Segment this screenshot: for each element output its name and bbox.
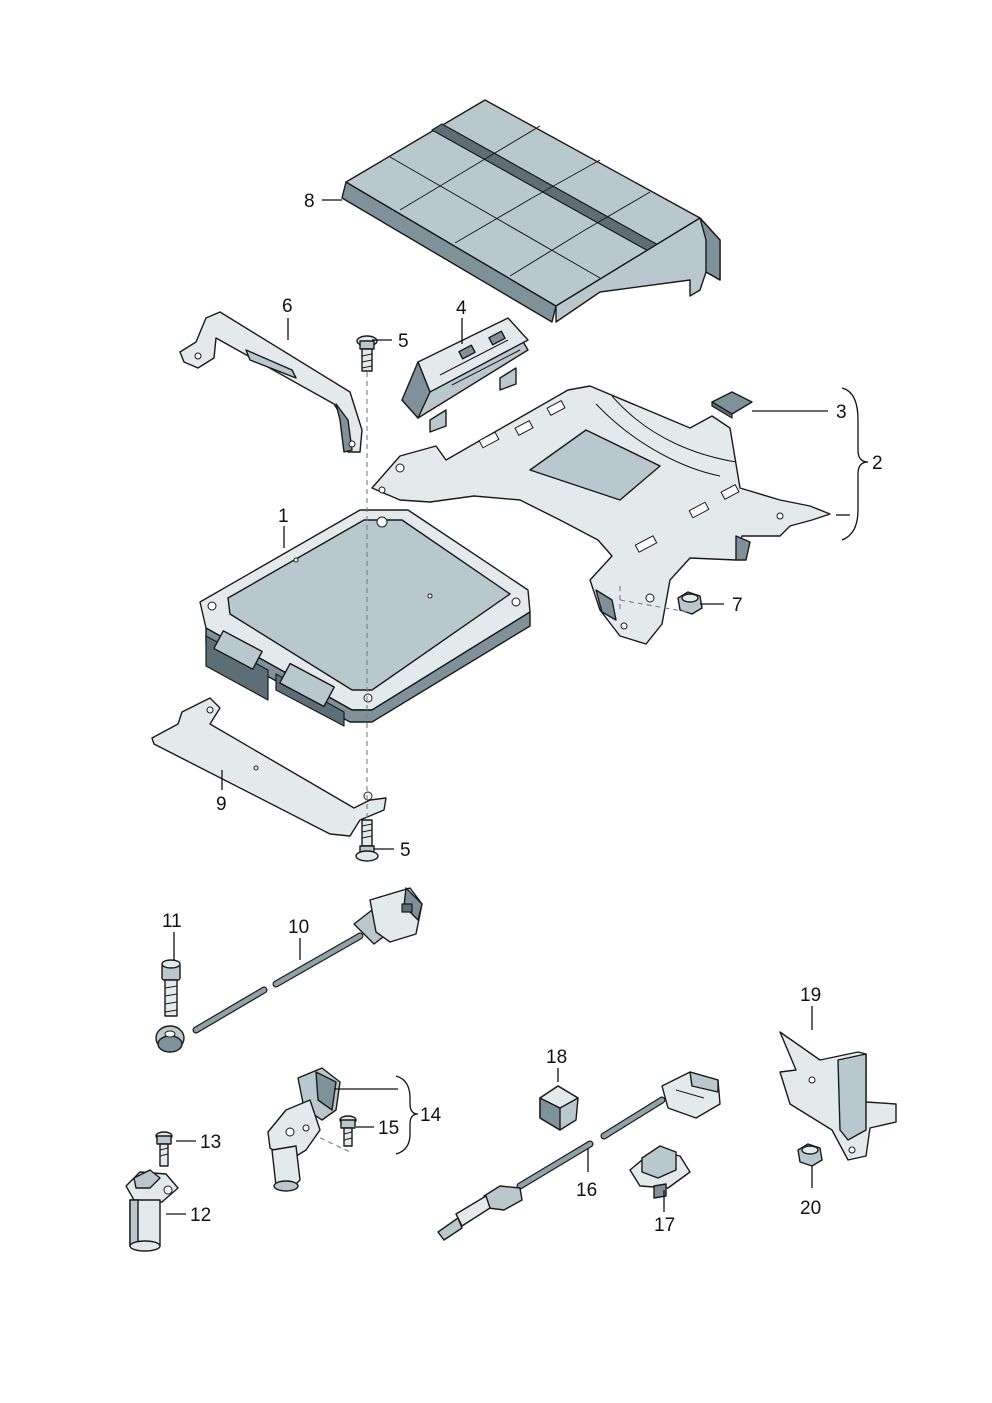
part-5-bolt-top bbox=[356, 335, 378, 372]
part-13-bolt bbox=[155, 1131, 173, 1167]
callout-14: 14 bbox=[420, 1105, 442, 1126]
callout-20: 20 bbox=[800, 1198, 821, 1219]
part-8-cover bbox=[341, 99, 721, 323]
part-16-lambda-probe bbox=[437, 1071, 721, 1241]
callout-9: 9 bbox=[216, 794, 227, 815]
part-3-pad bbox=[711, 391, 753, 419]
part-12-speed-sensor bbox=[125, 1169, 179, 1252]
callout-19: 19 bbox=[800, 985, 821, 1006]
callout-13: 13 bbox=[200, 1132, 221, 1153]
callout-17: 17 bbox=[654, 1215, 675, 1236]
callout-8: 8 bbox=[304, 191, 315, 212]
part-6-bracket bbox=[179, 311, 363, 453]
part-19-bracket bbox=[779, 1031, 897, 1161]
part-2-mounting-plate bbox=[371, 385, 831, 645]
callout-3: 3 bbox=[836, 402, 847, 423]
callout-5-top: 5 bbox=[398, 331, 409, 352]
callout-4: 4 bbox=[456, 298, 467, 319]
callout-5-bottom: 5 bbox=[400, 840, 411, 861]
callout-2: 2 bbox=[872, 453, 883, 474]
part-20-nut bbox=[797, 1143, 823, 1167]
part-9-lower-bracket bbox=[151, 697, 387, 837]
part-1-control-unit bbox=[199, 509, 531, 727]
part-5-bolt-bottom bbox=[355, 819, 379, 862]
part-11-bolt bbox=[161, 959, 181, 1017]
part-7-nut bbox=[677, 591, 703, 615]
callout-7: 7 bbox=[732, 595, 743, 616]
part-17-holder bbox=[629, 1145, 691, 1199]
part-18-clip bbox=[539, 1085, 579, 1131]
part-14-camshaft-sensor bbox=[267, 1067, 341, 1192]
callout-labels: 8 6 4 5 3 2 1 7 9 5 11 10 19 18 14 15 13… bbox=[162, 191, 883, 1236]
callout-16: 16 bbox=[576, 1180, 597, 1201]
callout-6: 6 bbox=[282, 296, 293, 317]
alignment-lines bbox=[311, 372, 689, 1153]
callout-18: 18 bbox=[546, 1047, 567, 1068]
callout-11: 11 bbox=[162, 911, 182, 932]
part-4-connector-block bbox=[401, 317, 529, 433]
callout-10: 10 bbox=[288, 917, 309, 938]
leader-lines bbox=[166, 199, 869, 1215]
callout-12: 12 bbox=[190, 1205, 211, 1226]
part-15-bolt bbox=[339, 1115, 357, 1147]
part-10-knock-sensor bbox=[155, 887, 423, 1053]
callout-1: 1 bbox=[278, 506, 289, 527]
callout-15: 15 bbox=[378, 1118, 399, 1139]
